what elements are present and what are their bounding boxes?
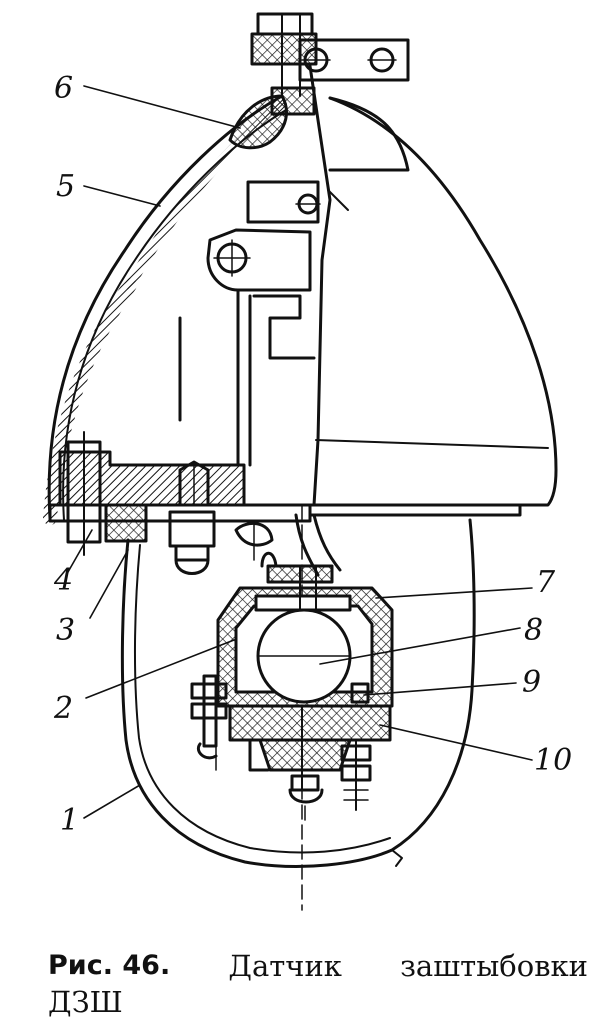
callout-labels: 6 5 4 3 2 1 7 8 9 10 [53,71,572,838]
label-8: 8 [524,613,543,648]
upper-dome-cap [43,94,558,525]
label-1: 1 [60,803,79,838]
label-9: 9 [522,665,541,700]
top-stem-and-clevis [250,12,410,507]
label-7: 7 [536,565,556,600]
sensor-cross-section-diagram: 6 5 4 3 2 1 7 8 9 10 [43,12,572,911]
caption-word-2: заштыбовки [400,949,588,983]
steel-ball [256,608,352,704]
contact-plate [228,704,392,791]
label-2: 2 [53,691,73,726]
label-3: 3 [56,613,75,648]
top-gasket [228,86,316,150]
inner-mechanism [178,180,321,467]
label-5: 5 [56,169,75,204]
caption-line-2: ДЗШ [48,985,123,1019]
lower-housing-bulb [120,518,476,868]
label-4: 4 [53,563,73,598]
leader-lines [67,85,533,819]
base-plate [48,431,312,556]
figure-caption: Рис. 46. Датчик заштыбовки ДЗШ [48,948,588,1020]
label-6: 6 [54,71,73,106]
base-bolts [168,510,274,575]
terminal-screws [190,674,372,821]
figure-number: Рис. 46. [48,950,171,981]
caption-word-1: Датчик [228,949,342,983]
label-10: 10 [534,743,572,778]
